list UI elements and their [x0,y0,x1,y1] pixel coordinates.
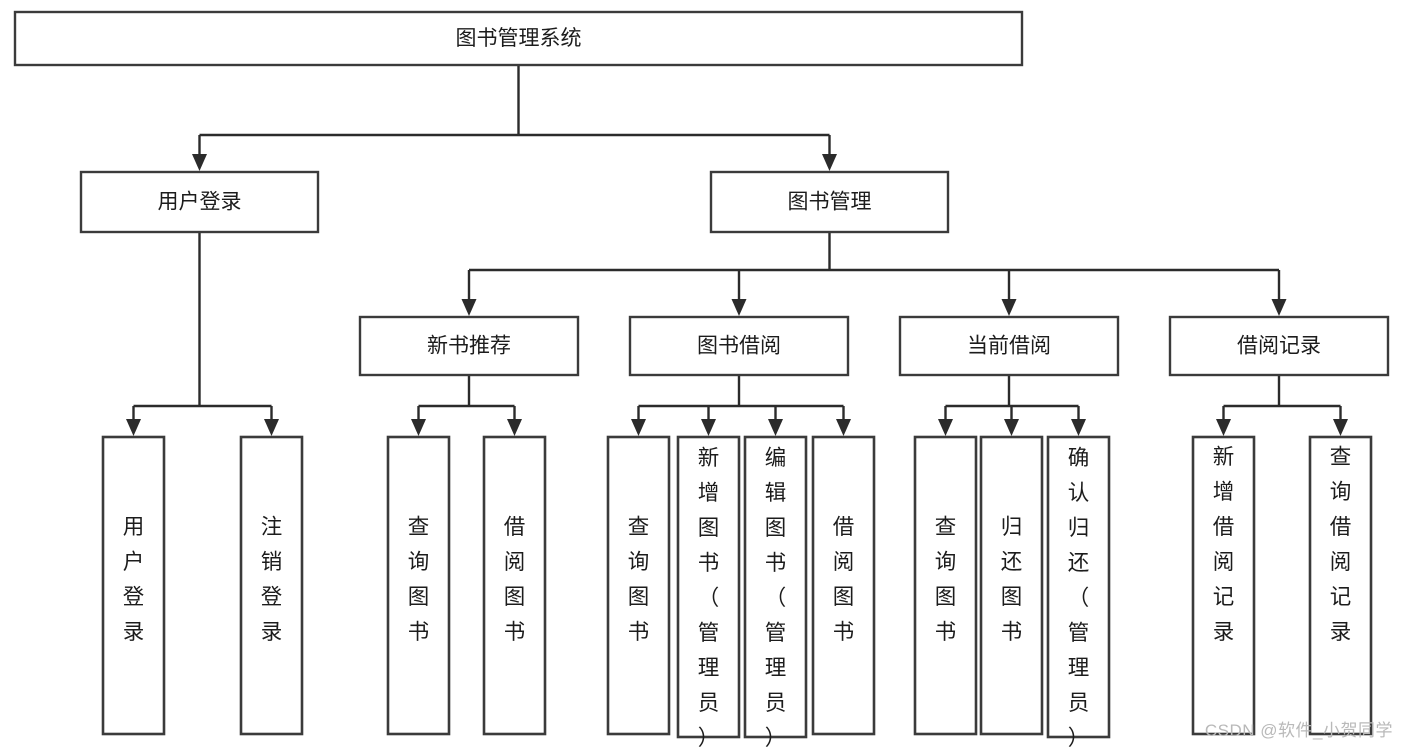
leaf-node-8-box[interactable] [913,435,978,736]
level3-node-1-box[interactable] [628,315,850,377]
root-node-box[interactable] [13,10,1024,67]
leaf-node-10-label: 确认归还（管理员） [1068,446,1090,747]
nodes-layer: 图书管理系统用户登录图书管理新书推荐图书借阅当前借阅借阅记录用户登录注销登录查询… [13,10,1390,747]
level3-node-3-box[interactable] [1168,315,1390,377]
leaf-node-12-label: 查询借阅记录 [1330,445,1352,644]
leaf-node-6[interactable]: 编辑图书（管理员） [743,435,808,747]
level3-node-0[interactable]: 新书推荐 [358,315,580,377]
arrow-head-icon [126,419,141,436]
csdn-watermark: CSDN @软件_小贺同学 [1204,721,1393,740]
level3-node-3[interactable]: 借阅记录 [1168,315,1390,377]
root-node[interactable]: 图书管理系统 [13,10,1024,67]
leaf-node-6-box[interactable] [743,435,808,739]
leaf-node-9[interactable]: 归还图书 [979,435,1044,736]
leaf-node-11-box[interactable] [1191,435,1256,736]
leaf-node-8-label: 查询图书 [935,515,957,644]
level2-node-1-box[interactable] [709,170,950,234]
arrow-head-icon [631,419,646,436]
level3-node-2-box[interactable] [898,315,1120,377]
arrow-head-icon [192,154,207,171]
leaf-node-0-box[interactable] [101,435,166,736]
leaf-node-1-box[interactable] [239,435,304,736]
arrow-head-icon [731,299,747,316]
leaf-node-1[interactable]: 注销登录 [239,435,304,736]
arrow-head-icon [1333,419,1348,436]
leaf-node-3-box[interactable] [482,435,547,736]
leaf-node-3-label: 借阅图书 [504,515,526,644]
leaf-node-4-box[interactable] [606,435,671,736]
arrow-head-icon [1271,299,1287,316]
leaf-node-2[interactable]: 查询图书 [386,435,451,736]
level2-node-1-label: 图书管理 [788,191,872,214]
arrow-head-icon [1001,299,1017,316]
level2-node-0[interactable]: 用户登录 [79,170,320,234]
level3-node-3-label: 借阅记录 [1237,335,1321,358]
level2-node-0-box[interactable] [79,170,320,234]
level3-node-0-label: 新书推荐 [427,335,511,358]
leaf-node-0-label: 用户登录 [123,515,145,644]
arrow-head-icon [822,154,837,171]
leaf-node-9-box[interactable] [979,435,1044,736]
arrow-head-icon [1216,419,1231,436]
arrow-head-icon [1071,419,1086,436]
leaf-node-5-box[interactable] [676,435,741,739]
arrow-head-icon [411,419,426,436]
leaf-node-10-box[interactable] [1046,435,1111,739]
level2-node-0-label: 用户登录 [158,191,242,214]
arrow-head-icon [461,299,477,316]
leaf-node-5[interactable]: 新增图书（管理员） [676,435,741,747]
leaf-node-8[interactable]: 查询图书 [913,435,978,736]
leaf-node-7-label: 借阅图书 [833,515,855,644]
arrow-head-icon [264,419,279,436]
root-node-label: 图书管理系统 [456,27,582,50]
leaf-node-4-label: 查询图书 [628,515,650,644]
level3-node-1-label: 图书借阅 [697,335,781,358]
level3-node-2-label: 当前借阅 [967,335,1051,358]
arrow-head-icon [1004,419,1019,436]
leaf-node-1-label: 注销登录 [261,515,283,644]
arrow-head-icon [701,419,716,436]
leaf-node-0[interactable]: 用户登录 [101,435,166,736]
arrow-head-icon [938,419,953,436]
level2-node-1[interactable]: 图书管理 [709,170,950,234]
leaf-node-12-box[interactable] [1308,435,1373,736]
arrow-head-icon [836,419,851,436]
leaf-node-2-label: 查询图书 [408,515,430,644]
leaf-node-6-label: 编辑图书（管理员） [765,446,787,747]
leaf-node-4[interactable]: 查询图书 [606,435,671,736]
leaf-node-11[interactable]: 新增借阅记录 [1191,435,1256,736]
leaf-node-9-label: 归还图书 [1001,515,1023,644]
leaf-node-5-label: 新增图书（管理员） [698,446,720,747]
level3-node-2[interactable]: 当前借阅 [898,315,1120,377]
leaf-node-2-box[interactable] [386,435,451,736]
leaf-node-7-box[interactable] [811,435,876,736]
arrow-head-icon [507,419,522,436]
leaf-node-7[interactable]: 借阅图书 [811,435,876,736]
leaf-node-10[interactable]: 确认归还（管理员） [1046,435,1111,747]
leaf-node-11-label: 新增借阅记录 [1213,445,1235,644]
level3-node-1[interactable]: 图书借阅 [628,315,850,377]
arrow-head-icon [768,419,783,436]
level3-node-0-box[interactable] [358,315,580,377]
leaf-node-12[interactable]: 查询借阅记录 [1308,435,1373,736]
connectors-layer [126,65,1348,436]
leaf-node-3[interactable]: 借阅图书 [482,435,547,736]
